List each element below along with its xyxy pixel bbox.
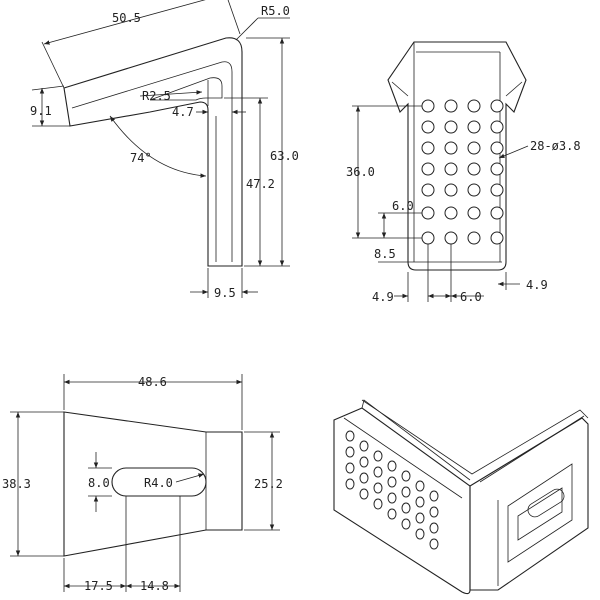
iso-right-face xyxy=(469,417,589,591)
angle-arc xyxy=(109,115,207,178)
left-edge-label: 4.9 xyxy=(372,290,394,304)
outer-radius-label: R5.0 xyxy=(261,4,290,18)
front-span-label: 36.0 xyxy=(346,165,375,179)
iso-hole-pattern xyxy=(345,430,439,550)
inner-radius-label: R2.5 xyxy=(142,89,171,103)
flat-length-label: 48.6 xyxy=(138,375,167,389)
iso-left-edges xyxy=(343,399,471,499)
iso-right-frame xyxy=(507,463,573,563)
leg-height-label: 47.2 xyxy=(246,177,275,191)
side-width-label: 50.5 xyxy=(112,11,141,25)
holes-label: 28-ø3.8 xyxy=(530,139,581,153)
r25-leader xyxy=(139,90,203,97)
dim-width-ext-left xyxy=(41,41,65,89)
leg-width-label: 9.5 xyxy=(214,286,236,300)
side-profile-inner xyxy=(71,61,233,262)
bottom-offset-label: 8.5 xyxy=(374,247,396,261)
hole-pitch-label: 6.0 xyxy=(392,199,414,213)
side-view: 50.5 R5.0 R2.5 4.7 9.1 74° 63.0 47.2 xyxy=(30,0,299,300)
offset-a-label: 17.5 xyxy=(84,579,113,593)
slot-width-label: 8.0 xyxy=(88,476,110,490)
side-profile-outer xyxy=(63,37,243,267)
bend-slot xyxy=(149,77,223,101)
height-label: 63.0 xyxy=(270,149,299,163)
right-edge-label: 4.9 xyxy=(526,278,548,292)
dim-flange-ext-top xyxy=(31,85,65,91)
slot-radius-label: R4.0 xyxy=(144,476,173,490)
iso-slot xyxy=(527,488,565,518)
isometric-view xyxy=(333,399,589,595)
dim-width-line xyxy=(43,0,226,45)
r5-leader xyxy=(235,17,259,41)
flat-view: 48.6 38.3 25.2 8.0 R4.0 17.5 14.8 xyxy=(2,374,283,593)
offset-b-label: 14.8 xyxy=(140,579,169,593)
front-view: 36.0 6.0 8.5 28-ø3.8 4.9 6.0 4.9 xyxy=(346,41,581,304)
flat-width-label: 38.3 xyxy=(2,477,31,491)
flange-label: 9.1 xyxy=(30,104,52,118)
iso-top-fold xyxy=(361,399,589,586)
hole-pattern xyxy=(421,99,504,245)
flat-slot xyxy=(111,467,207,497)
end-width-label: 25.2 xyxy=(254,477,283,491)
bottom-pitch-label: 6.0 xyxy=(460,290,482,304)
dim-width-ext-right xyxy=(227,0,241,35)
thickness-label: 4.7 xyxy=(172,105,194,119)
holes-leader xyxy=(498,145,529,159)
angle-label: 74° xyxy=(130,151,152,165)
front-inner-lines xyxy=(391,42,523,263)
slot-radius-leader xyxy=(175,473,205,483)
